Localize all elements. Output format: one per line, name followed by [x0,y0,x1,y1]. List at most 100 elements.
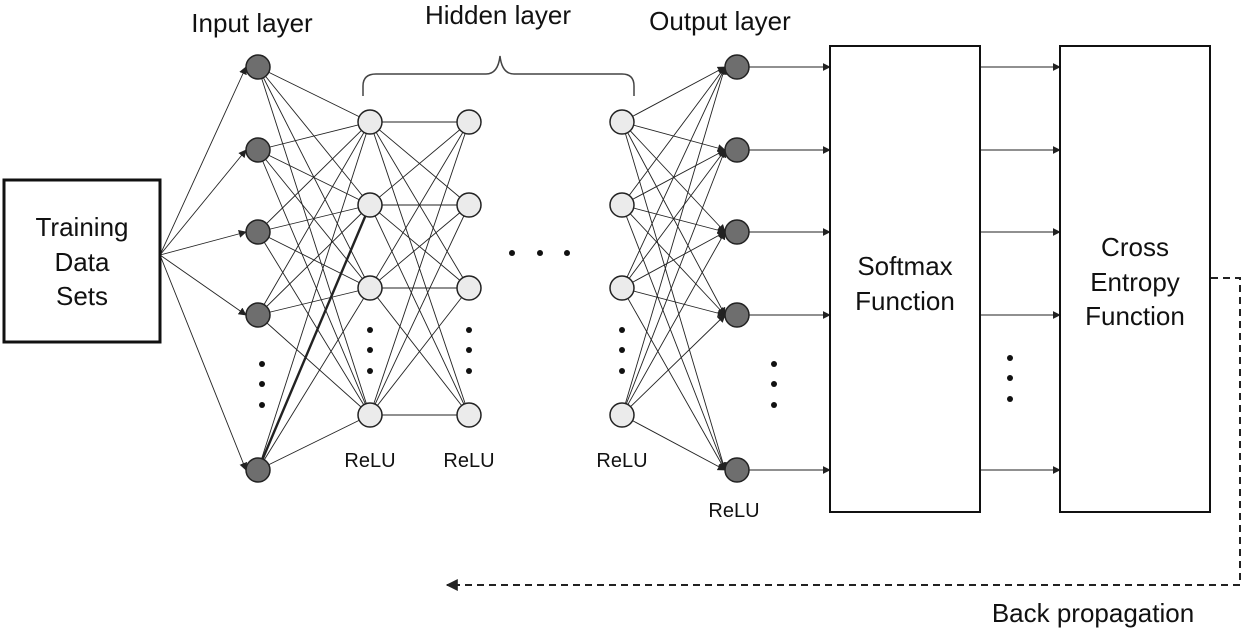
connection-line [257,414,371,471]
output-arrow [621,414,726,471]
input-arrow [159,149,247,256]
vertical-ellipsis-dot [466,347,472,353]
training-data-label-line3: Sets [56,281,108,311]
vertical-ellipsis-dot [466,327,472,333]
training-data-box [2,178,162,344]
vertical-ellipsis-dot [259,381,265,387]
hidden-layer-label: Hidden layer [425,0,571,30]
output-arrow [621,287,726,471]
connection-line [257,121,371,151]
relu-label-output: ReLU [708,500,759,522]
cross-entropy-label-line3: Function [1085,301,1185,331]
output-arrow [621,231,726,416]
input-arrow [159,254,247,316]
connection-line [257,231,371,416]
output-arrow [621,66,727,416]
cross-entropy-function-box [1059,45,1211,513]
softmax-label-line2: Function [855,286,955,316]
vertical-ellipsis-dot [1007,355,1013,361]
vertical-ellipsis-dot [1007,375,1013,381]
vertical-ellipsis-dot [619,327,625,333]
connection-line [257,314,371,416]
input-node [245,137,271,163]
vertical-ellipsis-dot [367,368,373,374]
vertical-ellipsis-dot [619,347,625,353]
connection-line [257,204,371,316]
vertical-ellipsis-dot [367,327,373,333]
back-propagation-path [445,277,1241,591]
back-propagation-label: Back propagation [992,598,1194,628]
connection-line [257,287,371,316]
vertical-ellipsis-dot [466,368,472,374]
input-node [245,302,271,328]
hidden-node [609,192,635,218]
output-node [724,457,750,483]
softmax-label-line1: Softmax [857,251,952,281]
network-nodes [245,54,750,483]
hidden-node [456,192,482,218]
relu-label-hidden-1: ReLU [344,450,395,472]
hidden-node [357,109,383,135]
output-arrow [621,204,727,471]
output-arrow [621,66,726,123]
output-node [724,302,750,328]
connection-line [369,287,470,416]
input-layer-label: Input layer [191,8,313,38]
connection-line [369,204,470,416]
softmax-function-box [829,45,981,513]
connection-line [257,66,371,416]
output-arrow [621,149,727,416]
output-node [724,137,750,163]
training-data-label-line1: Training [36,212,129,242]
vertical-ellipsis-dot [1007,396,1013,402]
vertical-ellipsis-dot [771,361,777,367]
connection-line [257,121,371,233]
connection-line [369,121,470,289]
hidden-node [357,192,383,218]
horizontal-ellipsis-dot [564,250,570,256]
input-arrow [159,66,247,256]
relu-label-hidden-2: ReLU [443,450,494,472]
output-arrow [621,149,726,289]
hidden-node [357,275,383,301]
ellipsis-dots [259,250,1013,408]
hidden-node [357,402,383,428]
hidden-node [456,109,482,135]
hidden-node [609,402,635,428]
highlighted-connection [256,204,372,471]
hidden-node [456,275,482,301]
vertical-ellipsis-dot [259,361,265,367]
horizontal-ellipsis-dot [509,250,515,256]
input-node [245,457,271,483]
vertical-ellipsis-dot [771,381,777,387]
output-node [724,219,750,245]
output-layer-label: Output layer [649,6,791,36]
connection-line [369,121,470,416]
connection-line [257,66,371,123]
connection-line [369,121,470,206]
training-data-label-line2: Data [55,247,110,277]
output-arrow [621,231,726,289]
hidden-node [456,402,482,428]
input-arrow [159,254,248,471]
vertical-ellipsis-dot [771,402,777,408]
vertical-ellipsis-dot [367,347,373,353]
input-node [245,219,271,245]
connection-line [257,121,371,316]
output-arrow [621,121,727,471]
output-arrow [621,66,726,206]
cross-entropy-label-line1: Cross [1101,232,1169,262]
connection-line [257,287,371,471]
hidden-node [609,109,635,135]
input-node [245,54,271,80]
cross-entropy-label-line2: Entropy [1090,267,1180,297]
output-node [724,54,750,80]
output-arrow [621,66,726,289]
vertical-ellipsis-dot [259,402,265,408]
hidden-layer-brace [362,55,635,96]
connection-line [369,204,470,289]
horizontal-ellipsis-dot [537,250,543,256]
output-arrow [621,314,726,416]
vertical-ellipsis-dot [619,368,625,374]
